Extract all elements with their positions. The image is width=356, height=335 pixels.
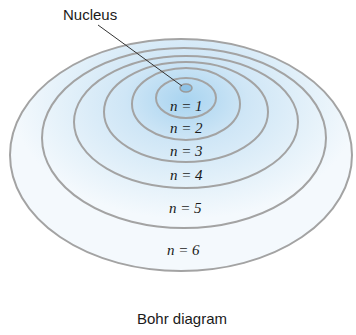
shell-number: n = 3: [170, 144, 203, 159]
leader-line: [98, 25, 182, 86]
shell-orbit: [42, 48, 326, 228]
shell-orbit: [132, 68, 240, 140]
shell-orbit: [104, 62, 268, 162]
shell-number: n = 5: [169, 201, 202, 216]
nucleus-dot: [180, 84, 192, 92]
shell-orbit: [156, 78, 216, 118]
callout-label: Nucleus: [63, 7, 117, 22]
shell-number: n = 2: [170, 121, 203, 136]
shell-orbit: [74, 56, 298, 188]
shell-number: n = 4: [170, 168, 203, 183]
shell-number: n = 6: [167, 243, 200, 258]
figure-caption: Bohr diagram: [137, 311, 227, 326]
shell-orbit: [10, 39, 352, 271]
shell-number: n = 1: [170, 99, 203, 114]
